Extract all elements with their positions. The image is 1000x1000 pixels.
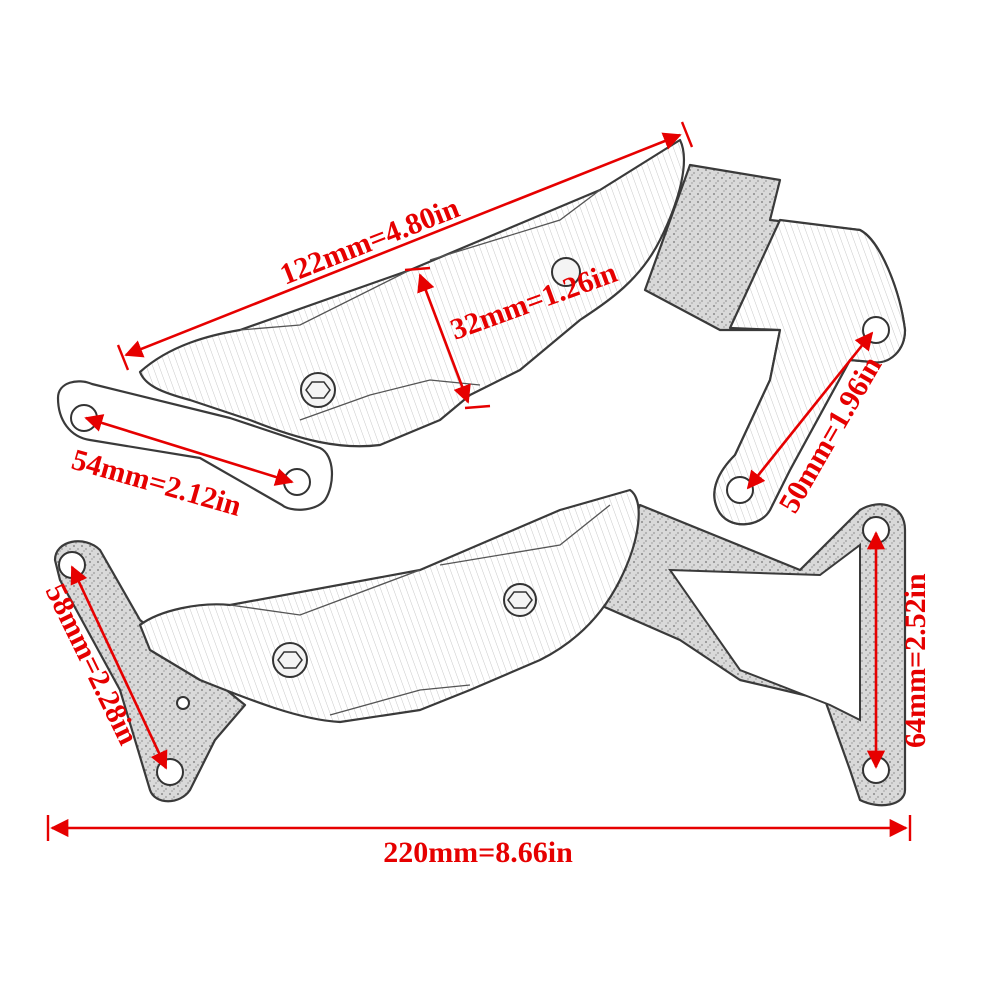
- dim-height-top-tick-b: [464, 404, 491, 410]
- bottom-right-bracket-cutout: [668, 543, 861, 722]
- bottom-pedal-bolt-a: [272, 642, 308, 678]
- dim-left-bottom-bracket-line: [70, 565, 168, 770]
- dim-left-top-bracket-line: [84, 414, 294, 486]
- top-pedal-bolt-a: [300, 372, 336, 408]
- bottom-left-bracket-hole-c: [176, 696, 190, 710]
- bottom-pedal-bolt-b: [503, 583, 537, 617]
- dim-right-bottom-bracket-label: 64mm=2.52in: [899, 573, 932, 748]
- dim-overall-width-label: 220mm=8.66in: [383, 836, 573, 869]
- bottom-footrest-assembly: [53, 488, 907, 807]
- top-left-link-hole-a: [70, 404, 98, 432]
- bottom-pedal-groove: [229, 504, 611, 716]
- bottom-pedal-body: [138, 488, 640, 724]
- dim-length-top-tick-a: [116, 344, 130, 371]
- dim-length-top-line: [124, 132, 682, 358]
- bottom-pedal-bolt-b-hex: [507, 591, 533, 609]
- bottom-left-bracket-hole-a: [58, 551, 86, 579]
- dim-right-top-bracket-line: [746, 331, 874, 490]
- dim-height-top-line: [417, 273, 471, 404]
- dim-height-top-tick-a: [404, 266, 431, 272]
- top-pedal-bolt-a-hex: [305, 381, 331, 399]
- bottom-pedal-bolt-a-hex: [277, 651, 303, 669]
- bottom-left-bracket-hole-b: [156, 758, 184, 786]
- dim-length-top-tick-b: [680, 121, 694, 148]
- top-right-bracket-hole-b: [726, 476, 754, 504]
